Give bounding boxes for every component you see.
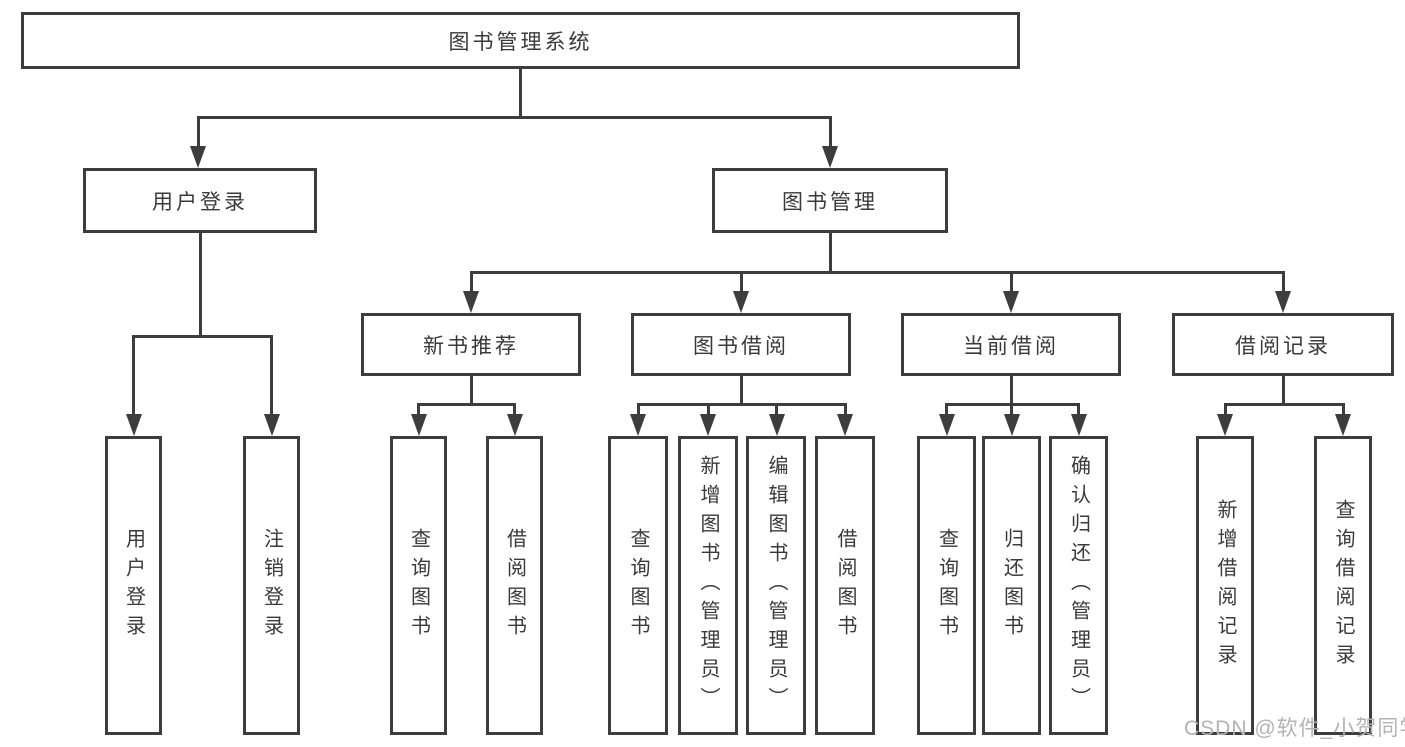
- connector-line: [469, 376, 473, 406]
- leaf-bb-add-book-label: 新增图书（管理员）: [697, 455, 719, 716]
- arrow-down-icon: [700, 414, 716, 436]
- connector-line: [196, 117, 200, 147]
- leaf-cb-confirm-return-label: 确认归还（管理员）: [1067, 455, 1090, 716]
- connector-line: [132, 334, 273, 338]
- leaf-cb-return-book: 归还图书: [982, 436, 1041, 735]
- arrow-down-icon: [463, 291, 479, 313]
- connector-line: [1010, 404, 1013, 415]
- leaf-user-login-label: 用户登录: [122, 527, 145, 644]
- connector-line: [198, 233, 202, 338]
- arrow-down-icon: [1217, 414, 1233, 436]
- connector-line: [469, 270, 1285, 274]
- leaf-nbr-query-book: 查询图书: [390, 436, 447, 735]
- leaf-bb-borrow-book-label: 借阅图书: [834, 527, 856, 644]
- arrow-down-icon: [263, 414, 280, 436]
- connector-line: [132, 336, 135, 415]
- leaf-bb-query-book-label: 查询图书: [627, 527, 649, 644]
- node-new-book-rec: 新书推荐: [361, 313, 581, 376]
- leaf-cb-query-book-label: 查询图书: [935, 527, 958, 644]
- leaf-logout-label: 注销登录: [260, 527, 283, 644]
- connector-line: [1281, 272, 1285, 292]
- arrow-down-icon: [630, 414, 646, 436]
- connector-line: [1281, 376, 1285, 406]
- connector-line: [945, 404, 948, 415]
- connector-line: [519, 68, 522, 119]
- leaf-cb-return-book-label: 归还图书: [1000, 527, 1023, 644]
- leaf-bb-borrow-book: 借阅图书: [815, 436, 875, 735]
- arrow-down-icon: [1275, 291, 1291, 313]
- connector-line: [828, 117, 832, 147]
- arrow-down-icon: [1335, 414, 1351, 436]
- connector-line: [636, 402, 847, 406]
- leaf-nbr-borrow-book: 借阅图书: [486, 436, 543, 735]
- leaf-nbr-borrow-book-label: 借阅图书: [503, 527, 526, 644]
- node-book-borrow: 图书借阅: [631, 313, 851, 376]
- arrow-down-icon: [822, 146, 838, 168]
- connector-line: [513, 404, 516, 415]
- leaf-br-query-record-label: 查询借阅记录: [1332, 498, 1354, 673]
- node-borrow-records: 借阅记录: [1172, 313, 1394, 376]
- connector-line: [1223, 402, 1345, 406]
- node-book-borrow-label: 图书借阅: [693, 334, 789, 358]
- leaf-logout: 注销登录: [243, 436, 300, 735]
- leaf-br-add-record-label: 新增借阅记录: [1214, 498, 1236, 673]
- node-user-login-label: 用户登录: [152, 190, 248, 214]
- leaf-bb-edit-book-label: 编辑图书（管理员）: [765, 455, 787, 716]
- connector-line: [706, 404, 710, 415]
- connector-line: [739, 376, 743, 406]
- leaf-br-query-record: 查询借阅记录: [1314, 436, 1372, 735]
- connector-line: [1077, 404, 1080, 415]
- node-root-label: 图书管理系统: [448, 30, 593, 54]
- node-root: 图书管理系统: [21, 12, 1020, 69]
- node-book-mgmt-label: 图书管理: [782, 190, 878, 214]
- connector-line: [828, 233, 832, 274]
- arrow-down-icon: [768, 414, 785, 436]
- leaf-br-add-record: 新增借阅记录: [1196, 436, 1254, 735]
- csdn-watermark: CSDN @软件_小贺同学: [1184, 717, 1405, 740]
- leaf-nbr-query-book-label: 查询图书: [407, 527, 430, 644]
- node-current-borrow-label: 当前借阅: [963, 334, 1059, 358]
- connector-line: [775, 404, 778, 415]
- node-user-login: 用户登录: [83, 168, 317, 233]
- connector-line: [1223, 404, 1227, 415]
- node-new-book-rec-label: 新书推荐: [423, 334, 519, 358]
- node-borrow-records-label: 借阅记录: [1235, 334, 1331, 358]
- arrow-down-icon: [125, 414, 142, 436]
- leaf-bb-query-book: 查询图书: [608, 436, 668, 735]
- connector-line: [417, 402, 516, 406]
- connector-line: [843, 404, 847, 415]
- arrow-down-icon: [1070, 414, 1087, 436]
- arrow-down-icon: [1003, 291, 1019, 313]
- arrow-down-icon: [410, 414, 427, 436]
- connector-line: [270, 336, 273, 415]
- leaf-bb-edit-book: 编辑图书（管理员）: [746, 436, 806, 735]
- arrow-down-icon: [733, 291, 749, 313]
- connector-line: [739, 272, 743, 292]
- arrow-down-icon: [938, 414, 955, 436]
- connector-line: [1341, 404, 1345, 415]
- arrow-down-icon: [190, 146, 206, 168]
- leaf-user-login: 用户登录: [105, 436, 162, 735]
- node-current-borrow: 当前借阅: [901, 313, 1121, 376]
- connector-line: [196, 115, 832, 119]
- connector-line: [417, 404, 420, 415]
- leaf-cb-query-book: 查询图书: [917, 436, 976, 735]
- connector-line: [1009, 376, 1013, 406]
- arrow-down-icon: [1003, 414, 1020, 436]
- connector-line: [469, 272, 473, 292]
- leaf-cb-confirm-return: 确认归还（管理员）: [1049, 436, 1108, 735]
- arrow-down-icon: [506, 414, 523, 436]
- arrow-down-icon: [837, 414, 853, 436]
- connector-line: [636, 404, 640, 415]
- leaf-bb-add-book: 新增图书（管理员）: [678, 436, 738, 735]
- connector-line: [1009, 272, 1013, 292]
- node-book-mgmt: 图书管理: [712, 168, 948, 233]
